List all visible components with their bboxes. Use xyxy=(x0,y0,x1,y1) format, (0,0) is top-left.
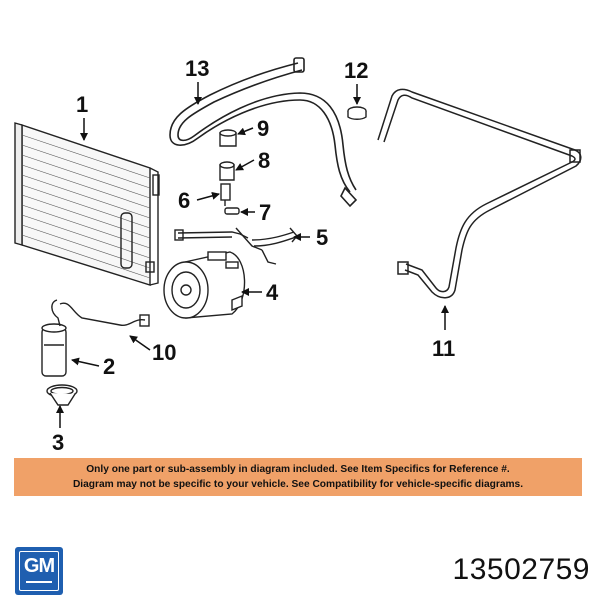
notice-line-1: Only one part or sub-assembly in diagram… xyxy=(86,464,510,475)
callout-7: 7 xyxy=(259,200,271,225)
gm-logo-text: GM xyxy=(23,555,55,577)
callout-1: 1 xyxy=(76,92,88,117)
liquid-line-part xyxy=(51,299,150,327)
seal-part xyxy=(224,207,240,215)
valve-core-part xyxy=(220,183,231,206)
callout-2: 2 xyxy=(103,354,115,379)
callout-13: 13 xyxy=(185,56,209,81)
part-number: 13502759 xyxy=(452,553,590,586)
drier-bracket-part xyxy=(46,384,78,406)
port-cap-part xyxy=(219,129,237,147)
callout-12: 12 xyxy=(344,58,368,83)
callout-3: 3 xyxy=(52,430,64,455)
callout-11: 11 xyxy=(432,336,455,361)
service-cap-part xyxy=(219,161,235,181)
callout-5: 5 xyxy=(316,225,328,250)
receiver-drier-part xyxy=(41,323,67,377)
compressor-hose-part xyxy=(174,227,298,265)
gm-logo: GM xyxy=(15,547,63,595)
callout-4: 4 xyxy=(266,280,279,305)
condenser-part xyxy=(14,122,160,286)
callout-6: 6 xyxy=(178,188,190,213)
compatibility-notice-banner: Only one part or sub-assembly in diagram… xyxy=(14,458,582,496)
callout-10: 10 xyxy=(152,340,176,365)
leader-lines xyxy=(56,82,449,428)
notice-line-2: Diagram may not be specific to your vehi… xyxy=(72,479,524,490)
suction-hose-part xyxy=(169,57,358,208)
callout-9: 9 xyxy=(257,116,269,141)
refrigerant-line-part xyxy=(377,88,582,299)
compressor-part xyxy=(163,251,246,319)
fitting-part xyxy=(347,106,367,120)
callout-8: 8 xyxy=(258,148,270,173)
